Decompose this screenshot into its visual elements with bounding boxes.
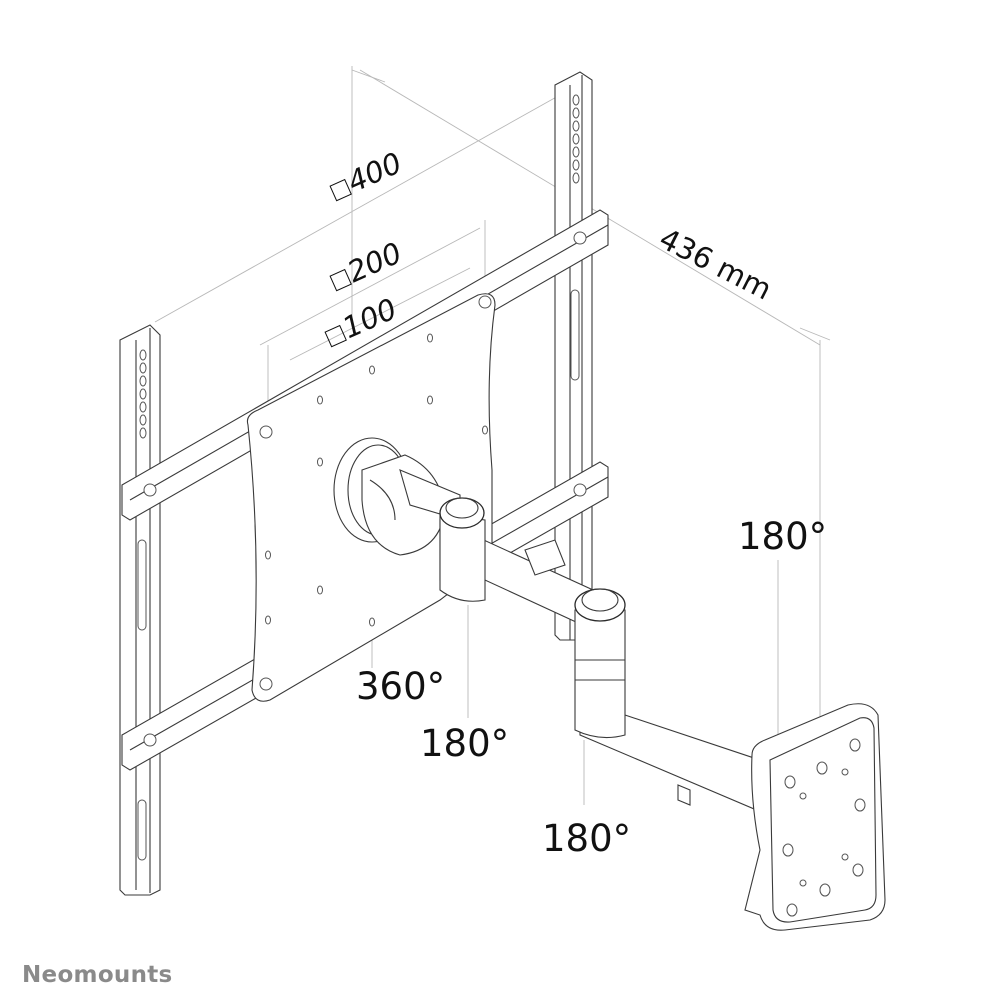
rotation-label-head: 360° xyxy=(356,665,446,708)
wall-plate xyxy=(744,703,886,931)
rotation-label-joint-1: 180° xyxy=(420,722,510,765)
rotation-label-joint-2: 180° xyxy=(542,817,632,860)
arm-segment-1 xyxy=(439,497,616,641)
tilt-head xyxy=(333,437,461,556)
brand-logo: Neomounts xyxy=(22,962,173,988)
arm-segment-2 xyxy=(574,588,791,821)
rotation-label-wall-plate: 180° xyxy=(738,515,828,558)
wall-rail-left xyxy=(119,324,161,896)
